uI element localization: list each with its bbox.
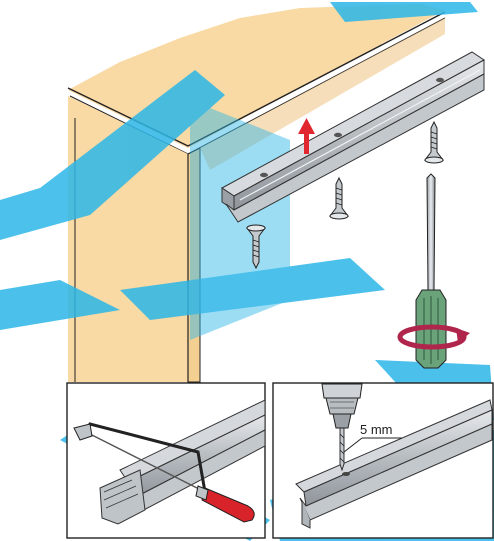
screwdriver-icon bbox=[415, 173, 447, 369]
screw-icon bbox=[424, 120, 444, 164]
rotate-arrow-icon bbox=[397, 324, 470, 350]
screw-icon bbox=[246, 224, 266, 270]
lift-arrow-icon bbox=[298, 118, 315, 154]
drill-icon bbox=[321, 383, 363, 472]
dimension-leader bbox=[343, 437, 363, 453]
drill-size-label: 5 mm bbox=[360, 422, 393, 437]
inset-drill-rail: 5 mm bbox=[272, 382, 494, 539]
cabinet-top-edge bbox=[67, 11, 446, 147]
inset-cut-rail bbox=[66, 382, 266, 539]
guide-rail bbox=[221, 51, 485, 223]
hacksaw-icon bbox=[73, 422, 255, 523]
screw-icon bbox=[329, 176, 349, 220]
